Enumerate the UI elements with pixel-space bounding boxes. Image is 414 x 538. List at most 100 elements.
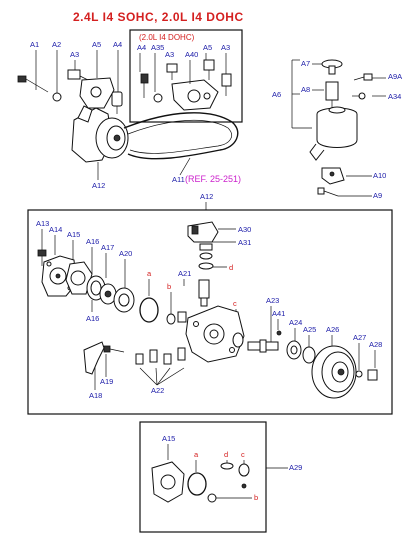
o-ring-b-icon: [166, 313, 176, 325]
bracket-a10-icon: [321, 167, 345, 185]
seal-kit-frame: [139, 421, 267, 533]
inset-washer-a35-icon: [153, 93, 163, 103]
seal-marker-d-kit: d: [224, 450, 228, 459]
snap-ring-a41-icon: [276, 330, 282, 336]
label-a10: A10: [373, 171, 386, 180]
bolt-a4-icon: [111, 91, 123, 114]
o-ring-d-icon: [198, 262, 214, 270]
rear-cover-a14-icon: [41, 255, 77, 297]
label-a7: A7: [301, 59, 310, 68]
reservoir-cap-a7-icon: [321, 59, 343, 75]
seal-marker-c-main: c: [233, 299, 237, 308]
inset-bolt-a5-icon: [203, 59, 215, 80]
kit-o-ring-b-icon: [207, 493, 252, 503]
label-inset-a3b: A3: [221, 43, 230, 52]
label-a14: A14: [49, 225, 62, 234]
label-a1: A1: [30, 40, 39, 49]
label-a29: A29: [289, 463, 302, 472]
label-a22: A22: [151, 386, 164, 395]
kit-gasket-a15-icon: [151, 461, 185, 503]
seal-marker-c-kit: c: [241, 450, 245, 459]
label-a26: A26: [326, 325, 339, 334]
pump-assembly-a12-icon: [71, 105, 129, 163]
inset-title: (2.0L I4 DOHC): [139, 33, 195, 42]
label-a9: A9: [373, 191, 382, 200]
label-a12-main: A12: [200, 192, 213, 201]
label-a35: A35: [151, 43, 164, 52]
o-ring-c-icon: [232, 332, 244, 348]
label-a15-kit: A15: [162, 434, 175, 443]
label-a24: A24: [289, 318, 302, 327]
label-a40: A40: [185, 50, 198, 59]
bearing-a24-icon: [286, 340, 302, 360]
kit-seal-icon: [241, 483, 247, 489]
bolt-set-a22-icon: [135, 347, 186, 365]
label-a4: A4: [113, 40, 122, 49]
label-a9a: A9A: [388, 72, 402, 81]
label-a5: A5: [92, 40, 101, 49]
bracket-a5-icon: [79, 77, 115, 109]
clip-a34-icon: [352, 92, 366, 100]
label-a16-top: A16: [86, 237, 99, 246]
seal-marker-a-main: a: [147, 269, 152, 278]
label-inset-a5: A5: [203, 43, 212, 52]
kit-o-ring-c-icon: [238, 463, 250, 477]
label-a8: A8: [301, 85, 310, 94]
label-a23: A23: [266, 296, 279, 305]
label-a11: A11: [172, 175, 185, 184]
inset-bracket-a40-icon: [171, 79, 219, 111]
bolt-a1-icon: [17, 75, 49, 93]
label-a20: A20: [119, 249, 132, 258]
label-a17: A17: [101, 243, 114, 252]
flow-valve-a21-icon: [198, 279, 210, 307]
inset-bolt-a4-icon: [140, 73, 149, 98]
seal-marker-b-main: b: [167, 282, 171, 291]
bolt-a9-icon: [317, 187, 339, 197]
side-plate-a20-icon: [113, 287, 135, 313]
connector-a31-icon: [199, 243, 213, 260]
stay-a18-icon: [83, 341, 105, 375]
label-a2: A2: [52, 40, 61, 49]
kit-o-ring-d-icon: [220, 462, 234, 470]
diagram-title: 2.4L I4 SOHC, 2.0L I4 DOHC: [73, 10, 244, 24]
o-ring-a-icon: [139, 297, 159, 323]
label-a16-bottom: A16: [86, 314, 99, 323]
pulley-a26-icon: [311, 345, 357, 399]
rotor-a17-icon: [99, 283, 117, 305]
washer-a2-icon: [52, 92, 62, 102]
seal-marker-b-kit: b: [254, 493, 258, 502]
label-a18: A18: [89, 391, 102, 400]
label-a6: A6: [272, 90, 281, 99]
label-a28: A28: [369, 340, 382, 349]
label-a13: A13: [36, 219, 49, 228]
label-a19: A19: [100, 377, 113, 386]
reservoir-a6-icon: [309, 106, 358, 161]
bolt-a19-icon: [103, 345, 125, 353]
inset-bolt-a3b-icon: [221, 73, 232, 96]
pump-body-icon: [185, 305, 245, 363]
label-inset-a4: A4: [137, 43, 146, 52]
label-inset-a3: A3: [165, 50, 174, 59]
kit-o-ring-a-icon: [187, 472, 207, 496]
washer-a27-icon: [355, 370, 363, 378]
bolt-a13-icon: [37, 249, 47, 266]
label-a12-top: A12: [92, 181, 105, 190]
seal-marker-d-main: d: [229, 263, 233, 272]
label-a3: A3: [70, 50, 79, 59]
seal-marker-a-kit: a: [194, 450, 199, 459]
label-a25: A25: [303, 325, 316, 334]
label-a30: A30: [238, 225, 251, 234]
label-a34: A34: [388, 92, 401, 101]
drive-shaft-a23-icon: [247, 339, 279, 353]
drive-belt-a11-icon: [123, 112, 239, 160]
suction-fitting-a30-icon: [187, 221, 219, 243]
label-a15: A15: [67, 230, 80, 239]
dohc-inset-frame: [129, 29, 243, 123]
gasket-a15-icon: [65, 261, 93, 295]
oil-seal-a25-icon: [302, 346, 316, 364]
pump-exploded-frame: [27, 209, 393, 415]
label-a21: A21: [178, 269, 191, 278]
label-a27: A27: [353, 333, 366, 342]
label-a41: A41: [272, 309, 285, 318]
